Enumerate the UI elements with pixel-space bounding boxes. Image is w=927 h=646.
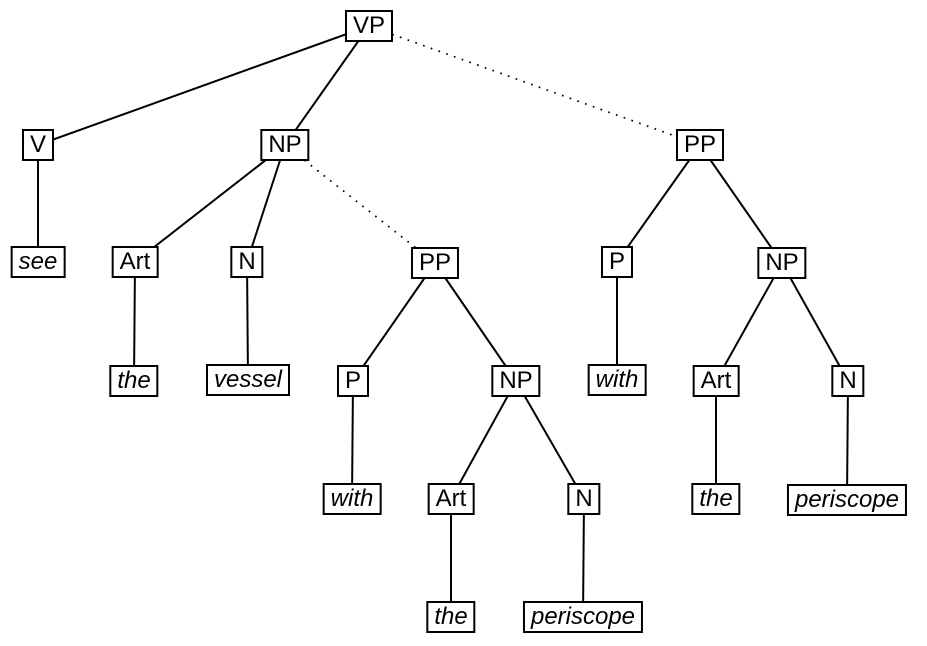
tree-edge-pp3-p3 bbox=[616, 144, 701, 263]
tree-node-with2: with bbox=[322, 483, 382, 515]
tree-node-vessel1: vessel bbox=[205, 364, 291, 396]
tree-node-the2: the bbox=[426, 601, 476, 633]
tree-node-art2: Art bbox=[427, 483, 475, 515]
tree-edge-np1-art1 bbox=[134, 144, 286, 263]
tree-edge-n3-periscope3 bbox=[846, 380, 849, 501]
tree-node-art3: Art bbox=[692, 365, 740, 397]
tree-node-periscope2: periscope bbox=[522, 601, 644, 633]
tree-edge-p2-with2 bbox=[351, 380, 354, 500]
tree-node-pp3: PP bbox=[675, 129, 725, 161]
tree-node-p2: P bbox=[336, 365, 370, 397]
tree-edge-np2-n2 bbox=[515, 380, 585, 500]
tree-node-p3: P bbox=[600, 246, 634, 278]
tree-node-vp: VP bbox=[344, 10, 394, 42]
tree-edge-np3-n3 bbox=[781, 262, 849, 382]
tree-node-np3: NP bbox=[757, 247, 807, 279]
tree-edge-np2-art2 bbox=[450, 380, 517, 500]
tree-node-pp2: PP bbox=[410, 247, 460, 279]
tree-edge-np3-art3 bbox=[715, 262, 783, 382]
tree-edge-pp3-np3 bbox=[699, 144, 783, 264]
tree-node-n3: N bbox=[831, 365, 865, 397]
tree-edge-art1-the1 bbox=[133, 261, 136, 382]
tree-node-n1: N bbox=[230, 246, 264, 278]
tree-node-the1: the bbox=[109, 365, 159, 397]
tree-edge-n1-vessel1 bbox=[246, 261, 249, 381]
tree-edge-vp-pp3 bbox=[368, 25, 701, 146]
tree-node-periscope3: periscope bbox=[786, 484, 908, 516]
tree-edge-vp-v bbox=[37, 25, 370, 146]
tree-node-v: V bbox=[21, 129, 55, 161]
tree-edge-np1-pp2 bbox=[284, 144, 436, 264]
tree-node-n2: N bbox=[567, 483, 601, 515]
tree-edge-n2-periscope2 bbox=[582, 498, 585, 618]
tree-node-with3: with bbox=[587, 364, 647, 396]
tree-node-the3: the bbox=[691, 483, 741, 515]
tree-node-np1: NP bbox=[260, 129, 310, 161]
tree-edge-pp2-p2 bbox=[352, 262, 436, 382]
tree-node-art1: Art bbox=[111, 246, 159, 278]
tree-edge-pp2-np2 bbox=[434, 262, 517, 382]
tree-node-see: see bbox=[10, 246, 66, 278]
tree-edge-vp-np1 bbox=[284, 25, 370, 146]
tree-node-np2: NP bbox=[491, 365, 541, 397]
tree-edge-np1-n1 bbox=[246, 144, 286, 263]
